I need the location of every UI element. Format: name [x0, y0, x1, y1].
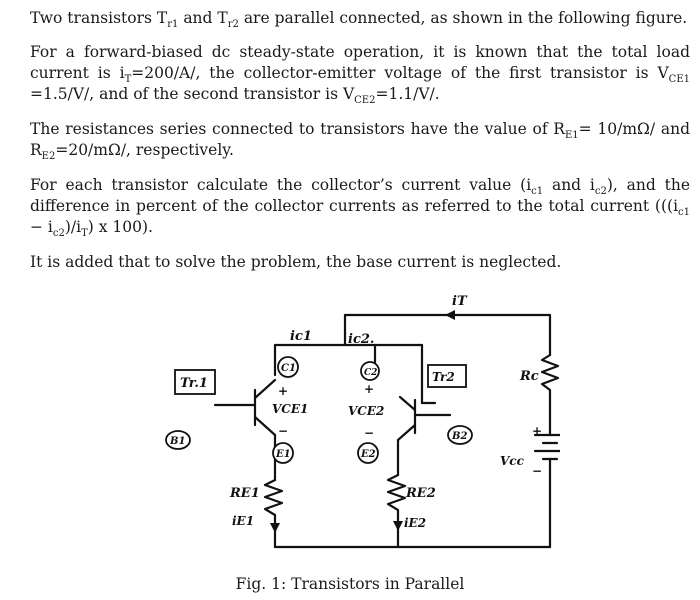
label-re1: RE1: [229, 486, 260, 501]
iT-arrow-icon: [445, 310, 455, 320]
label-e1: E1: [275, 449, 291, 460]
label-ie2: iE2: [404, 516, 426, 530]
collector-wire-1: [273, 343, 377, 377]
top-rail-wire: [343, 313, 552, 357]
label-e2: E2: [360, 449, 376, 460]
label-ie1: iE1: [232, 514, 254, 528]
paragraph-intro: Two transistors Tr1 and Tr2 are parallel…: [30, 9, 688, 31]
label-vcc: Vcc: [500, 454, 525, 468]
minus-e1: −: [278, 424, 288, 438]
paragraph-task: For each transistor calculate the collec…: [30, 176, 690, 240]
label-b2: B2: [451, 431, 467, 442]
label-c1: C1: [281, 363, 296, 374]
paragraph-resistances: The resistances series connected to tran…: [30, 120, 690, 163]
paragraph-given-values: For a forward-biased dc steady-state ope…: [30, 43, 690, 107]
label-rc: Rc: [519, 369, 539, 384]
minus-vcc: −: [532, 464, 542, 478]
e1-circle: [272, 442, 294, 464]
tr1-collector-lead: [253, 378, 277, 400]
label-vce1: VCE1: [272, 402, 308, 416]
rc-resistor: [540, 353, 560, 432]
plus-c1: +: [278, 384, 288, 398]
ie2-arrow-icon: [393, 521, 403, 531]
label-c2: C2: [364, 368, 377, 378]
tr1-emitter-lead: [253, 415, 277, 437]
circuit-diagram: iT ic1 ic2. Tr.1 Tr2 C1 C2 B1 B2 E1 E2 V…: [165, 294, 567, 549]
label-b1: B1: [169, 436, 185, 447]
label-tr2: Tr2: [432, 370, 455, 384]
c1-circle: [277, 356, 299, 378]
minus-e2: −: [364, 426, 374, 440]
label-ic1: ic1: [290, 329, 312, 344]
collector-wire-2: [373, 343, 424, 405]
label-tr1: Tr.1: [180, 376, 208, 391]
plus-c2: +: [364, 382, 374, 396]
tr2-collector-lead: [398, 395, 417, 412]
label-vce2: VCE2: [348, 404, 384, 418]
b1-ellipse: [165, 430, 191, 450]
label-ic2: ic2.: [348, 332, 374, 347]
circuit-figure: iT ic1 ic2. Tr.1 Tr2 C1 C2 B1 B2 E1 E2 V…: [160, 285, 567, 565]
re1-resistor: [263, 478, 284, 549]
plus-vcc: +: [532, 424, 542, 438]
tr2-emitter-lead: [396, 423, 417, 442]
paragraph-note: It is added that to solve the problem, t…: [30, 253, 562, 271]
label-re2: RE2: [405, 486, 436, 501]
figure-caption: Fig. 1: Transistors in Parallel: [235, 575, 465, 593]
label-iT: iT: [452, 294, 468, 309]
ie1-arrow-icon: [270, 523, 280, 533]
e2-circle: [357, 442, 379, 464]
tr2-box: [427, 364, 467, 388]
re2-resistor: [386, 473, 407, 549]
c2-circle: [360, 361, 380, 381]
b2-ellipse: [447, 425, 473, 445]
tr1-box: [174, 369, 216, 395]
